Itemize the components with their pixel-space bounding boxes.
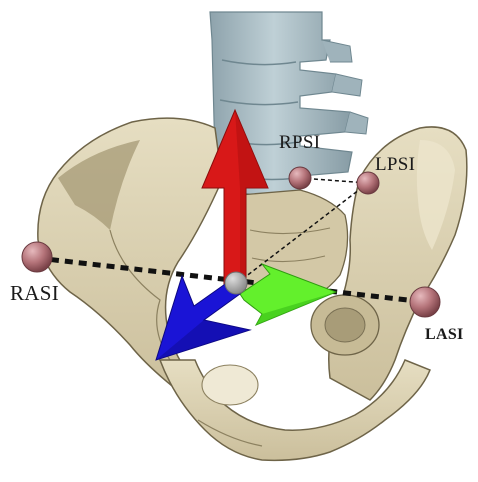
- rpsi-label: RPSI: [279, 133, 320, 152]
- lasi-marker: [410, 287, 440, 317]
- lpsi-marker: [357, 172, 379, 194]
- origin-marker: [225, 272, 247, 294]
- rasi-marker: [22, 242, 52, 272]
- rasi-label: RASI: [10, 283, 59, 304]
- lpsi-label: LPSI: [375, 155, 415, 174]
- lasi-label: LASI: [425, 327, 464, 343]
- rpsi-marker: [289, 167, 311, 189]
